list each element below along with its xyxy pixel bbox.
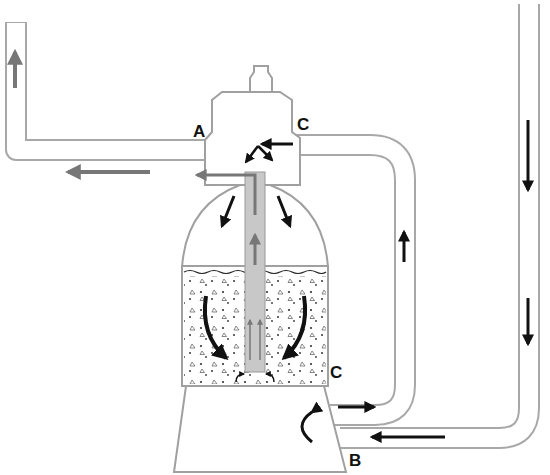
black-flow-arrows — [205, 120, 528, 442]
filter-housing — [174, 66, 346, 472]
callout-letter: B — [349, 452, 361, 469]
callout-letter: C — [330, 364, 342, 381]
callout-letter: A — [193, 123, 205, 140]
pipes — [16, 3, 529, 438]
callout-letter: C — [297, 116, 309, 133]
gray-flow-arrows — [15, 52, 260, 360]
